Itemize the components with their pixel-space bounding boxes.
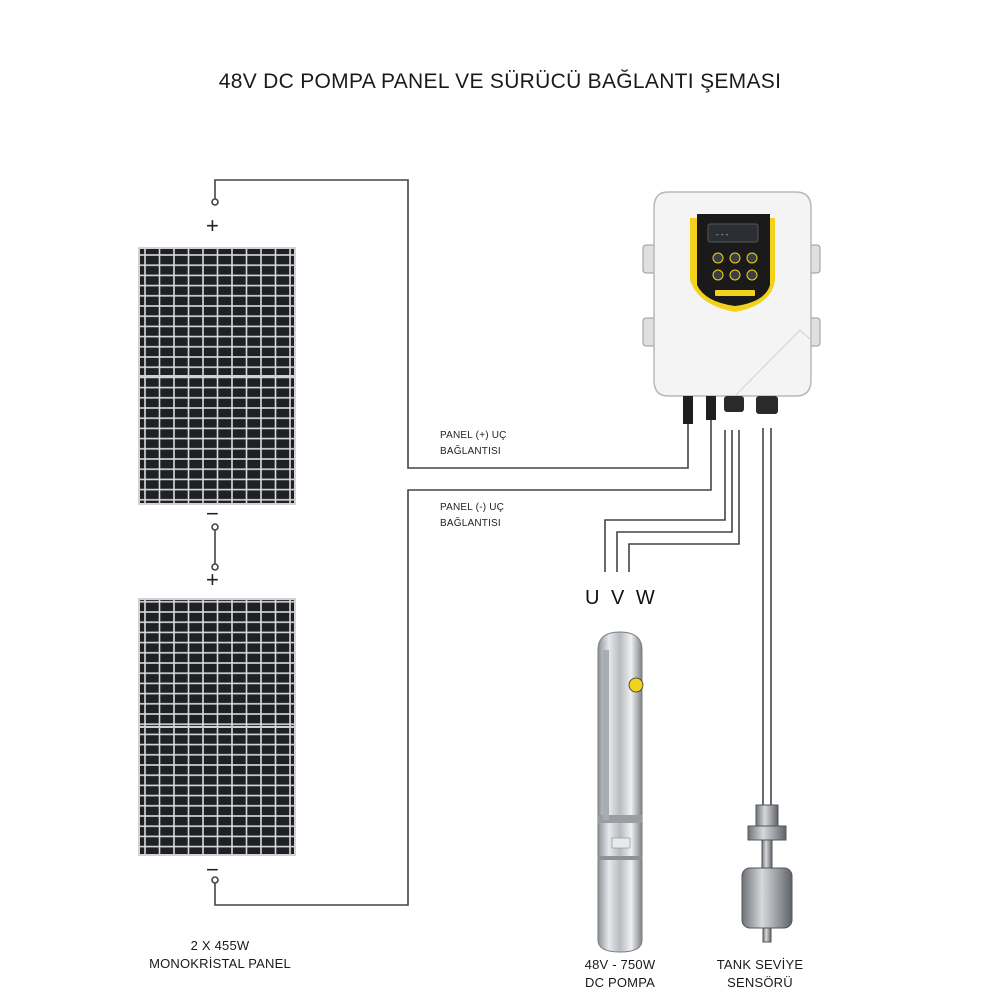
- svg-text:- - -: - - -: [716, 230, 729, 239]
- panel-minus-label: PANEL (-) UÇ BAĞLANTISI: [440, 502, 505, 529]
- solar-panel-bottom: [138, 598, 296, 856]
- pump-brand-badge: [628, 677, 644, 693]
- tank-level-sensor: [741, 804, 793, 943]
- driver-button-2: [729, 252, 741, 264]
- pump-caption: 48V - 750W DC POMPA: [584, 957, 656, 990]
- driver-brand-logo: [715, 290, 755, 296]
- panel2-plus-symbol: +: [206, 567, 219, 592]
- panel-plus-label: PANEL (+) UÇ BAĞLANTISI: [440, 430, 507, 457]
- driver-button-6: [746, 269, 758, 281]
- panel2-minus-symbol: −: [206, 857, 219, 882]
- diagram-title: 48V DC POMPA PANEL VE SÜRÜCÜ BAĞLANTI ŞE…: [218, 70, 782, 93]
- driver-button-5: [729, 269, 741, 281]
- panel1-plus-symbol: +: [206, 213, 219, 238]
- wiring: [211, 179, 772, 906]
- solar-panel-top: [138, 247, 296, 505]
- pump-driver-unit: - - -: [642, 191, 821, 424]
- motor-phase-label: U V W: [585, 587, 658, 609]
- panels-caption: 2 X 455W MONOKRİSTAL PANEL: [149, 938, 291, 971]
- wire-motor-v: [616, 430, 733, 572]
- dc-pump: [597, 631, 644, 953]
- wire-motor-u: [604, 430, 726, 572]
- sensor-caption: TANK SEVİYE SENSÖRÜ: [716, 957, 804, 990]
- driver-button-4: [712, 269, 724, 281]
- wire-panel-plus: [214, 179, 689, 469]
- driver-button-1: [712, 252, 724, 264]
- wire-panel-minus: [214, 420, 712, 906]
- wire-motor-w: [628, 430, 740, 572]
- driver-button-3: [746, 252, 758, 264]
- panel1-minus-symbol: −: [206, 501, 219, 526]
